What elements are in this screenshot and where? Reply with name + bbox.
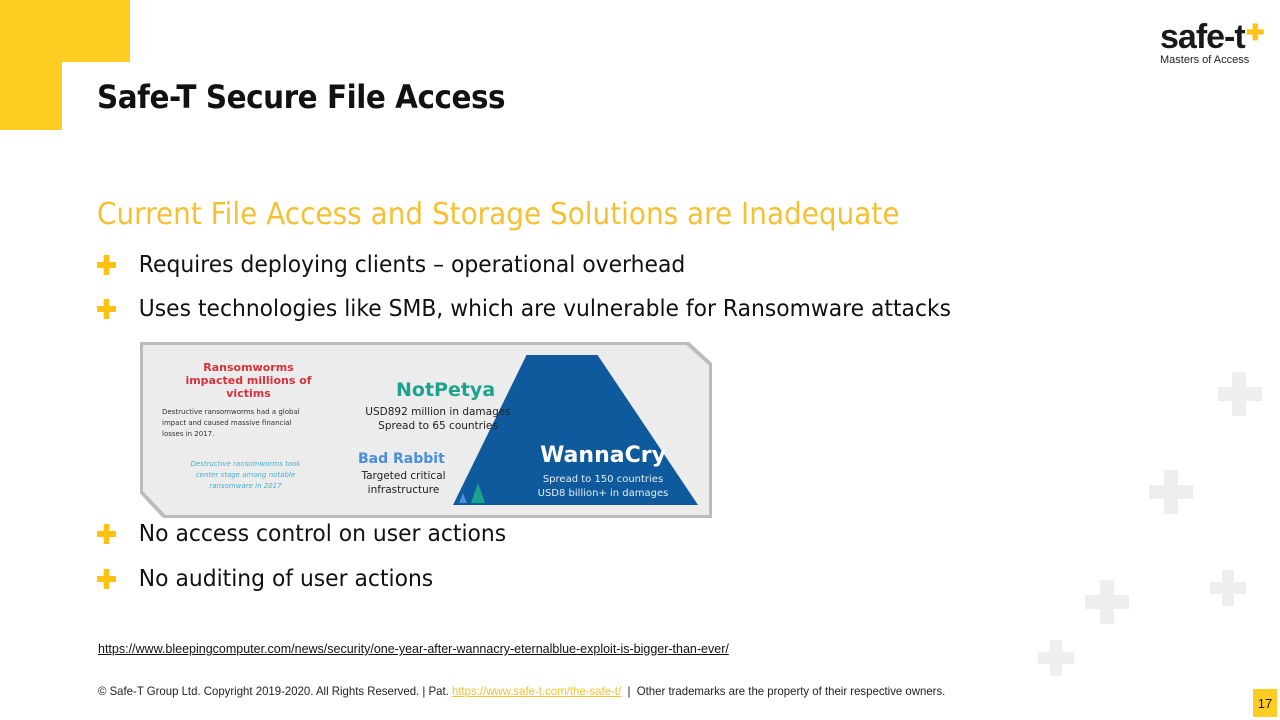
plus-bullet-icon	[97, 299, 116, 319]
plus-icon: ✚	[1246, 20, 1264, 45]
bullet-item: No auditing of user actions	[97, 566, 433, 592]
infographic-heading: Ransomworms impacted millions of victims	[185, 361, 312, 400]
bullet-item: Uses technologies like SMB, which are vu…	[97, 296, 951, 322]
source-link[interactable]: https://www.bleepingcomputer.com/news/se…	[98, 642, 729, 656]
infographic-description: Destructive ransomworms had a global imp…	[162, 408, 300, 438]
bullet-item: No access control on user actions	[97, 521, 506, 547]
ransomware-infographic: Ransomworms impacted millions of victims…	[143, 345, 709, 515]
section-subtitle: Current File Access and Storage Solution…	[97, 197, 900, 232]
logo-tagline: Masters of Access	[1160, 54, 1250, 66]
plus-bullet-icon	[97, 524, 116, 544]
safe-t-logo: safe-t✚ Masters of Access	[1160, 18, 1264, 66]
bullet-item: Requires deploying clients – operational…	[97, 252, 685, 278]
patent-link[interactable]: https://www.safe-t.com/the-safe-t/	[451, 684, 622, 698]
footer: © Safe-T Group Ltd. Copyright 2019-2020.…	[98, 684, 946, 698]
infographic-note: Destructive ransomworms took center stag…	[190, 460, 301, 490]
page-number: 17	[1253, 689, 1277, 717]
page-title: Safe-T Secure File Access	[97, 78, 506, 116]
badrabbit-label: Bad Rabbit	[358, 451, 445, 467]
badrabbit-triangle	[459, 493, 467, 503]
plus-bullet-icon	[97, 569, 116, 589]
plus-bullet-icon	[97, 255, 116, 275]
notpetya-label: NotPetya	[396, 379, 496, 401]
wannacry-label: WannaCry	[540, 443, 666, 468]
